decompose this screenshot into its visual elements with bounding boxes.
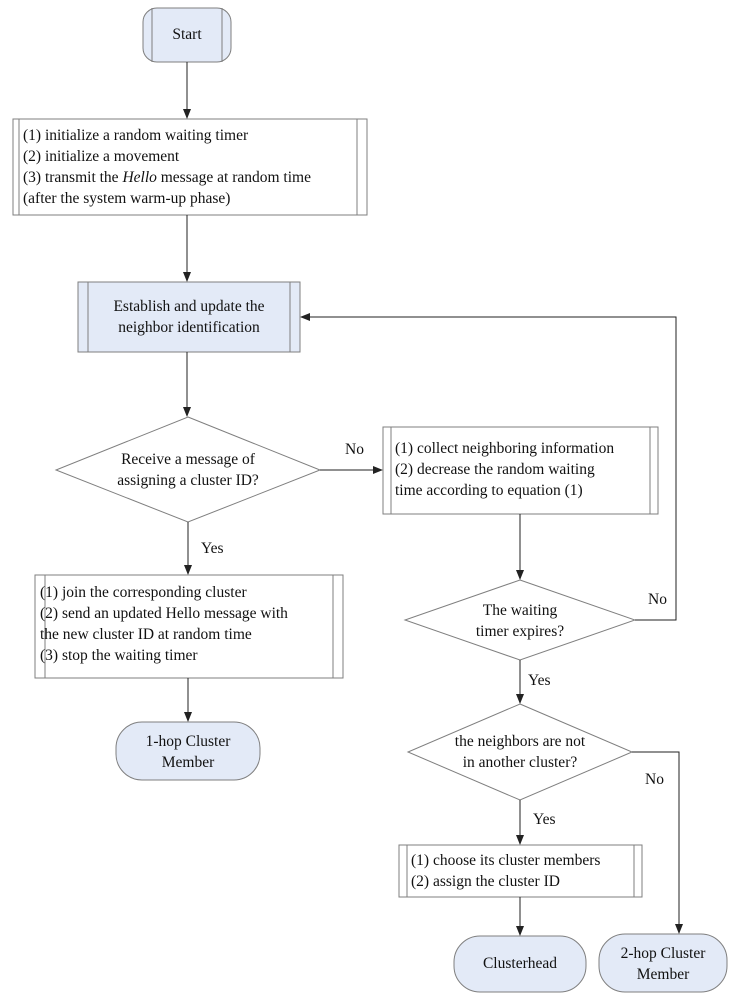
receive-line-2: assigning a cluster ID? <box>117 472 259 489</box>
neighbors-line-2: in another cluster? <box>462 754 578 771</box>
join-line-4: (3) stop the waiting timer <box>40 647 198 664</box>
waiting-text: The waiting timer expires? <box>440 600 600 642</box>
member2-line-1: 2-hop Cluster <box>620 945 706 962</box>
collect-text: (1) collect neighboring information (2) … <box>395 438 614 501</box>
member1-line-2: Member <box>161 754 215 771</box>
init-line-3-suffix: message at random time <box>156 169 311 186</box>
arrow-waiting-no-loop <box>300 313 677 621</box>
init-line-1: (1) initialize a random waiting timer <box>23 127 249 144</box>
collect-line-2: (2) decrease the random waiting <box>395 461 595 478</box>
hello-keyword: Hello <box>122 169 157 186</box>
neighbors-no-label: No <box>645 771 664 788</box>
init-line-3-prefix: (3) transmit the <box>23 169 123 186</box>
establish-line-1: Establish and update the <box>113 298 265 315</box>
member1-line-1: 1-hop Cluster <box>145 733 231 750</box>
init-line-4: (after the system warm-up phase) <box>23 190 231 207</box>
receive-line-1: Receive a message of <box>121 451 255 468</box>
receive-yes-label: Yes <box>201 540 224 557</box>
initialize-text: (1) initialize a random waiting timer (2… <box>23 125 311 209</box>
start-label: Start <box>172 26 202 43</box>
choose-text: (1) choose its cluster members (2) assig… <box>411 850 600 892</box>
join-line-2: (2) send an updated Hello message with <box>40 605 288 622</box>
choose-line-1: (1) choose its cluster members <box>411 852 601 869</box>
neighbors-text: the neighbors are not in another cluster… <box>430 731 610 773</box>
waiting-yes-label: Yes <box>528 672 551 689</box>
join-line-3: the new cluster ID at random time <box>40 626 252 643</box>
two-hop-member-terminator <box>598 933 728 993</box>
collect-line-1: (1) collect neighboring information <box>395 440 615 457</box>
waiting-line-2: timer expires? <box>475 623 565 640</box>
receive-no-label: No <box>345 441 364 458</box>
establish-line-2: neighbor identification <box>118 319 260 336</box>
neighbors-yes-label: Yes <box>533 811 556 828</box>
establish-process-box <box>77 281 301 353</box>
clusterhead-terminator <box>453 935 587 993</box>
init-line-3: (3) transmit the Hello message at random… <box>23 167 311 188</box>
choose-line-2: (2) assign the cluster ID <box>411 873 560 890</box>
waiting-no-label: No <box>648 591 667 608</box>
join-line-1: (1) join the corresponding cluster <box>40 584 247 601</box>
join-process-box <box>34 574 344 679</box>
receive-text: Receive a message of assigning a cluster… <box>88 449 288 491</box>
member2-line-2: Member <box>636 966 690 983</box>
init-line-2: (2) initialize a movement <box>23 148 180 165</box>
establish-text: Establish and update the neighbor identi… <box>88 296 290 338</box>
waiting-line-1: The waiting <box>482 602 558 619</box>
clusterhead-label: Clusterhead <box>482 955 558 972</box>
collect-line-3: time according to equation (1) <box>395 482 583 499</box>
one-hop-member-terminator <box>115 721 261 781</box>
collect-process-box <box>382 426 659 515</box>
start-terminator <box>142 7 232 63</box>
one-hop-member-text: 1-hop Cluster Member <box>116 731 260 773</box>
join-text: (1) join the corresponding cluster (2) s… <box>40 582 288 666</box>
arrow-neighbors-no-to-member2 <box>632 751 683 934</box>
two-hop-member-text: 2-hop Cluster Member <box>599 943 727 985</box>
neighbors-line-1: the neighbors are not <box>454 733 586 750</box>
initialize-process-box <box>12 118 368 216</box>
